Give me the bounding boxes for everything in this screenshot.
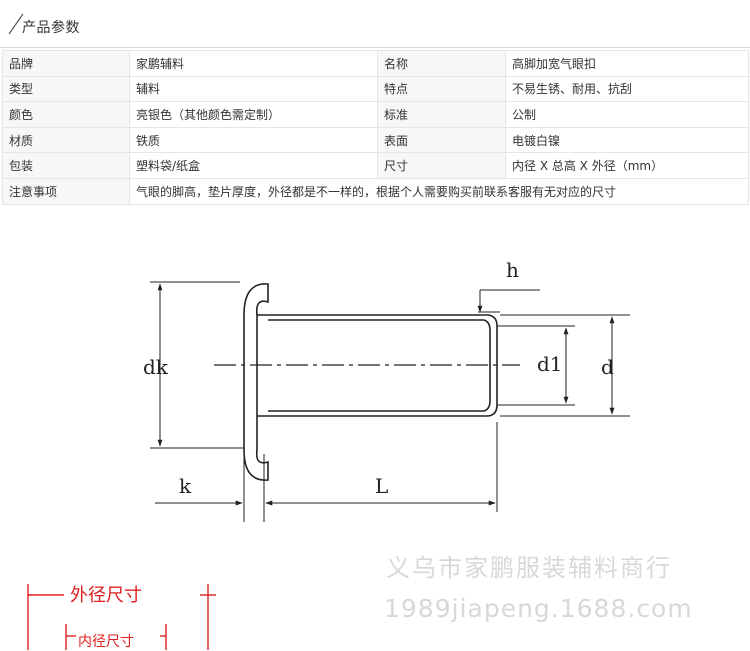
param-key: 类型	[2, 75, 130, 103]
size-legend-lines	[27, 584, 216, 650]
watermark-shop-url: 1989jiapeng.1688.com	[384, 594, 693, 623]
param-key: 包装	[2, 152, 130, 179]
table-row: 包装 塑料袋/纸盒 尺寸 内径 X 总高 X 外径（mm）	[2, 152, 749, 179]
param-value: 铁质	[129, 126, 378, 154]
param-value: 辅料	[129, 75, 378, 103]
param-value: 亮银色（其他颜色需定制）	[129, 101, 378, 128]
param-key: 材质	[2, 126, 130, 154]
header-divider	[0, 47, 750, 48]
table-row: 材质 铁质 表面 电镀白镍	[2, 126, 749, 154]
param-key: 尺寸	[377, 152, 506, 179]
param-key: 标准	[377, 101, 506, 128]
watermark-shop-name: 义乌市家鹏服装辅料商行	[386, 554, 672, 582]
note-value: 气眼的脚高，垫片厚度，外径都是不一样的，根据个人需要购买前联系客服有无对应的尺寸	[129, 177, 749, 205]
param-key: 名称	[377, 50, 506, 77]
inner-diameter-label: 内径尺寸	[78, 634, 134, 650]
table-row: 品牌 家鹏辅料 名称 高脚加宽气眼扣	[2, 50, 749, 77]
param-key: 品牌	[2, 50, 130, 77]
outer-diameter-label: 外径尺寸	[70, 585, 142, 606]
slash-decoration-icon	[8, 13, 24, 35]
param-value: 内径 X 总高 X 外径（mm）	[505, 152, 749, 179]
eyelet-diagram-svg	[150, 281, 630, 522]
section-title: 产品参数	[22, 20, 80, 36]
flange-shape	[243, 283, 269, 481]
table-row: 颜色 亮银色（其他颜色需定制） 标准 公制	[2, 101, 749, 128]
note-key: 注意事项	[2, 177, 130, 205]
table-row: 类型 辅料 特点 不易生锈、耐用、抗刮	[2, 75, 749, 103]
product-params-table: 品牌 家鹏辅料 名称 高脚加宽气眼扣 类型 辅料 特点 不易生锈、耐用、抗刮 颜…	[2, 50, 749, 205]
section-header: 产品参数	[0, 0, 750, 48]
param-key: 表面	[377, 126, 506, 154]
dk-label: dk	[143, 355, 168, 379]
param-key: 颜色	[2, 101, 130, 128]
param-value: 不易生锈、耐用、抗刮	[505, 75, 749, 103]
param-value: 电镀白镍	[505, 126, 749, 154]
param-value: 塑料袋/纸盒	[129, 152, 378, 179]
param-value: 家鹏辅料	[129, 50, 378, 77]
d-label: d	[601, 355, 614, 379]
param-value: 高脚加宽气眼扣	[505, 50, 749, 77]
param-key: 特点	[377, 75, 506, 103]
param-value: 公制	[505, 101, 749, 128]
d1-label: d1	[537, 352, 563, 376]
h-label: h	[506, 258, 519, 282]
L-label: L	[375, 474, 389, 498]
k-label: k	[179, 474, 192, 498]
table-row-note: 注意事项 气眼的脚高，垫片厚度，外径都是不一样的，根据个人需要购买前联系客服有无…	[2, 177, 749, 205]
eyelet-technical-drawing: h dk d1 d k L	[0, 240, 750, 540]
